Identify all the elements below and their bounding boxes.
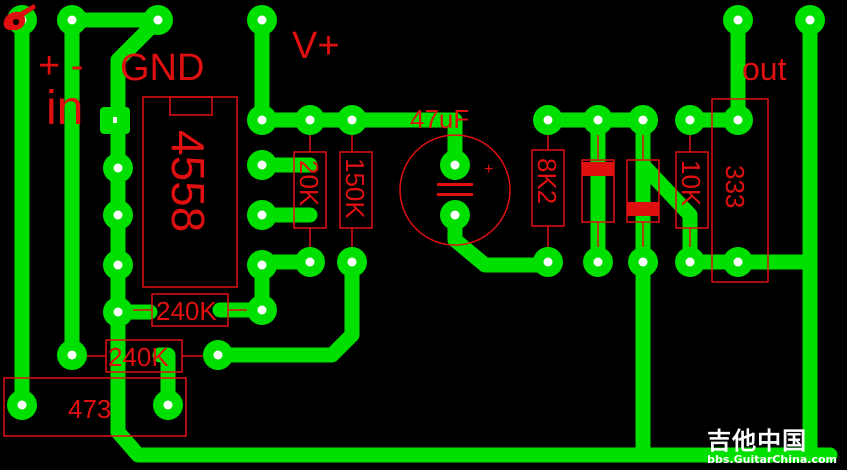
capacitor-value: 47uF xyxy=(410,104,469,134)
pad-out-b xyxy=(795,5,825,35)
input-label: in xyxy=(46,82,83,135)
silkscreen-fills xyxy=(437,162,659,216)
ic-label: 4558 xyxy=(162,130,214,232)
pot333-outline xyxy=(711,98,769,283)
capacitor-plus-mark: + xyxy=(484,161,493,178)
vplus-label: V+ xyxy=(292,25,340,67)
pad-cap-plus xyxy=(440,150,470,180)
watermark-site-url: bbs.GuitarChina.com xyxy=(707,453,837,466)
power-polarity-label: + - xyxy=(38,45,83,87)
r150k-outline xyxy=(339,151,373,229)
ic-pin-7 xyxy=(247,150,277,180)
pad-r240k-b-right xyxy=(203,340,233,370)
copper-pads xyxy=(7,5,825,420)
pad-gnd-a xyxy=(57,5,87,35)
r20k-label: 20K xyxy=(294,160,324,207)
pad-r20k-bottom xyxy=(295,247,325,277)
pad-r10k-top xyxy=(675,105,705,135)
ic-pin-1 xyxy=(100,107,130,134)
ic-pin-2 xyxy=(103,153,133,183)
pad-d1-top xyxy=(583,105,613,135)
ic-pin-4 xyxy=(103,250,133,280)
ic-pin-6 xyxy=(247,200,277,230)
ic-pin-3 xyxy=(103,200,133,230)
pad-r150k-bottom xyxy=(337,247,367,277)
ic-pin-5 xyxy=(247,250,277,280)
pad-r240k-a-left xyxy=(103,297,133,327)
pad-r10k-bottom xyxy=(675,247,705,277)
pad-r20k-top xyxy=(295,105,325,135)
d2-cathode-band xyxy=(627,202,659,216)
pad-r8k2-top xyxy=(533,105,563,135)
r8k2-label: 8K2 xyxy=(532,158,562,204)
pad-pot473-left xyxy=(7,390,37,420)
watermark-site-name: 吉他中国 xyxy=(707,427,808,455)
r240k-b-label: 240K xyxy=(108,342,169,372)
pad-out-a xyxy=(723,5,753,35)
pad-r240k-b-left xyxy=(57,340,87,370)
silkscreen-text: + - GND in V+ out 47uF + 4558 20K 150K 8… xyxy=(38,25,787,424)
pot473-label: 473 xyxy=(68,394,111,424)
d1-cathode-band xyxy=(582,162,614,176)
pad-d2-bottom xyxy=(628,247,658,277)
pad-r8k2-bottom xyxy=(533,247,563,277)
pad-cap-minus xyxy=(440,200,470,230)
gnd-label: GND xyxy=(120,47,204,89)
r240k-a-label: 240K xyxy=(156,296,217,326)
r10k-label: 10K xyxy=(676,160,706,207)
pad-d2-top xyxy=(628,105,658,135)
r10k-outline xyxy=(675,151,709,229)
pad-pot333-top xyxy=(723,105,753,135)
pot333-label: 333 xyxy=(720,165,750,208)
output-label: out xyxy=(742,51,787,87)
silkscreen-outlines xyxy=(3,96,769,437)
guitar-logo-icon xyxy=(3,4,36,31)
pad-gnd-b xyxy=(143,5,173,35)
pad-d1-bottom xyxy=(583,247,613,277)
pad-pot333-bottom xyxy=(723,247,753,277)
ic-notch xyxy=(169,96,213,116)
ic-pin-8 xyxy=(247,105,277,135)
pad-pot473-right xyxy=(153,390,183,420)
r150k-label: 150K xyxy=(340,158,370,219)
pad-r240k-a-right xyxy=(247,295,277,325)
watermark: 吉他中国 bbs.GuitarChina.com xyxy=(707,428,837,466)
pad-vplus xyxy=(247,5,277,35)
capacitor-outline xyxy=(399,134,511,246)
pad-r150k-top xyxy=(337,105,367,135)
pot473-outline xyxy=(3,377,187,437)
